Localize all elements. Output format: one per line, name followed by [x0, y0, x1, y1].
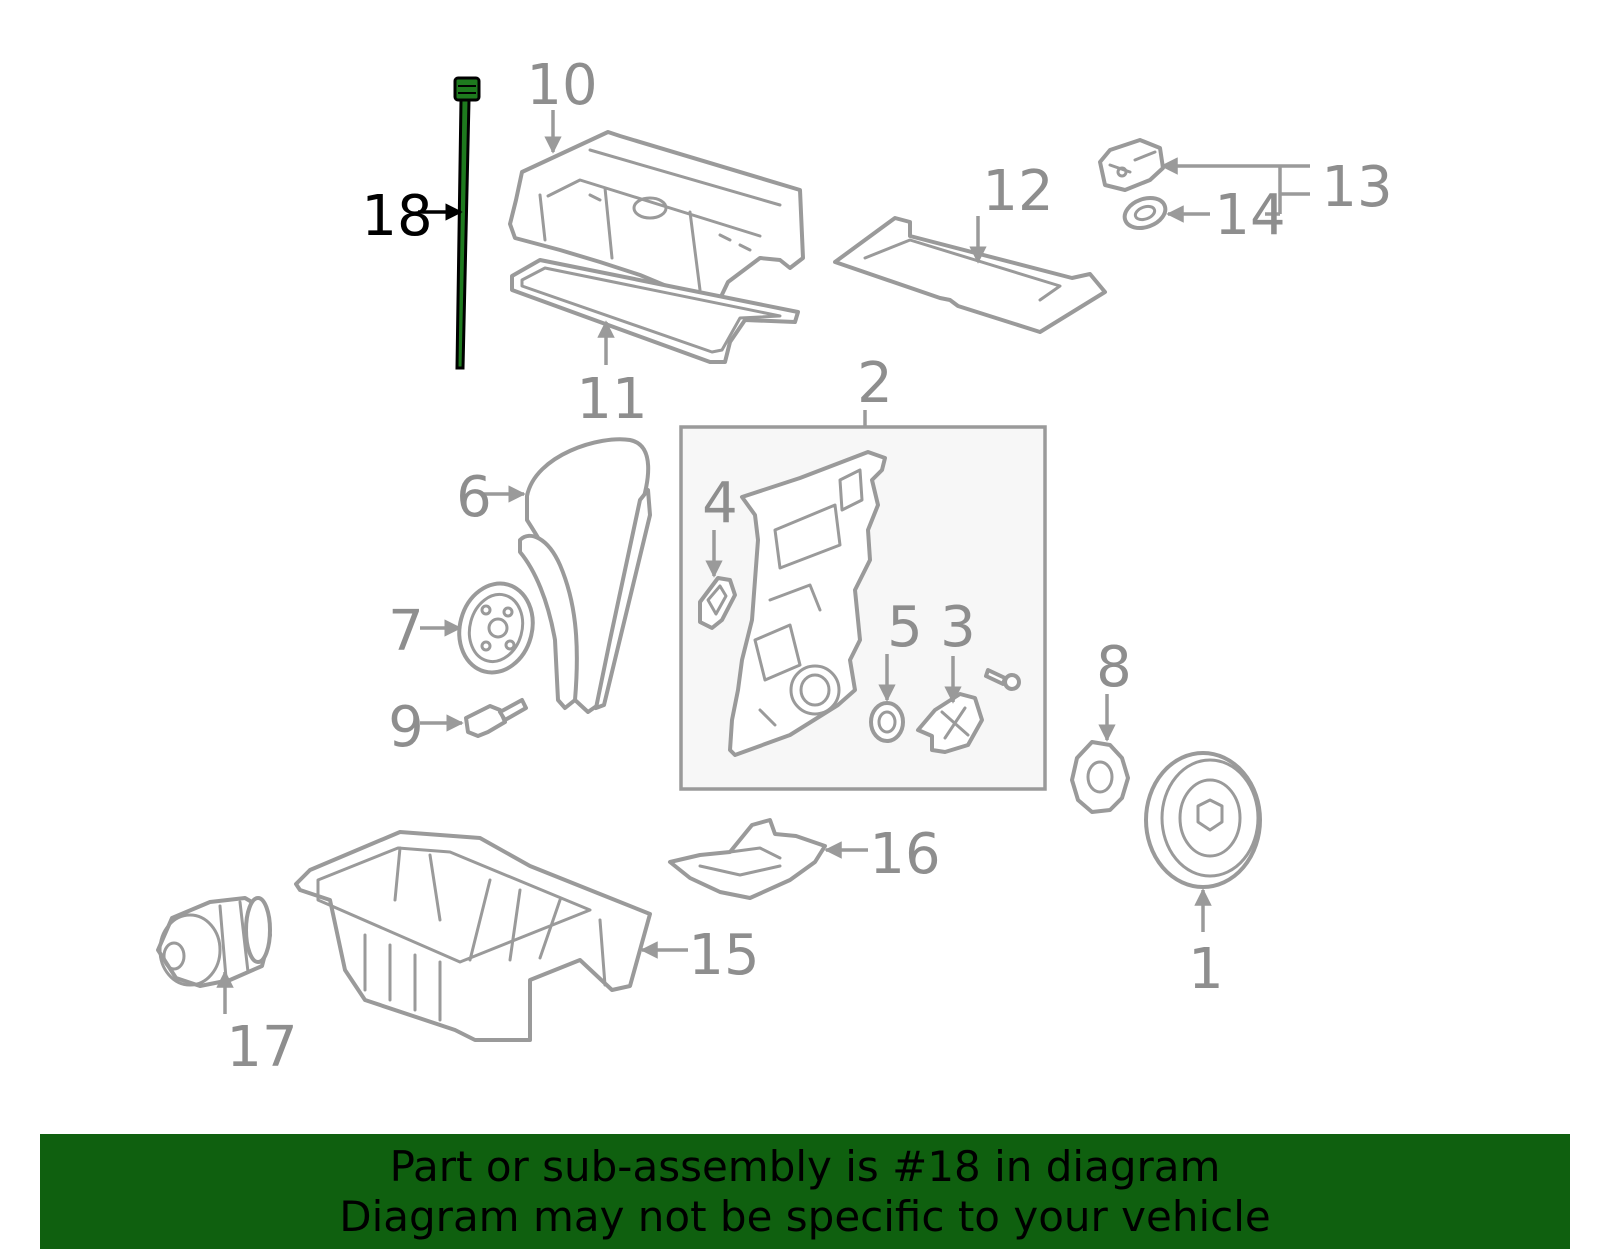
part-8-crank-sprocket[interactable]: [1070, 740, 1130, 814]
part-12-cover-plate[interactable]: [833, 216, 1107, 334]
callout-2: 2: [857, 351, 893, 416]
part-1-crank-pulley[interactable]: [1144, 751, 1262, 889]
callout-8: 8: [1096, 635, 1132, 700]
callout-15: 15: [688, 923, 759, 988]
info-banner: Part or sub-assembly is #18 in diagram D…: [40, 1134, 1570, 1249]
timing-chain-cover: [728, 450, 887, 757]
part-7-sprocket[interactable]: [450, 575, 543, 681]
part-13-oil-cap[interactable]: [1098, 138, 1165, 192]
part-6-timing-chain[interactable]: [518, 437, 652, 714]
callout-13: 13: [1321, 155, 1392, 220]
leader-13b: [1278, 166, 1310, 214]
callout-5: 5: [887, 595, 923, 660]
part-4-gasket[interactable]: [698, 576, 737, 630]
part-5-oil-seal[interactable]: [869, 701, 905, 743]
part-17-oil-filter[interactable]: [156, 896, 272, 988]
callout-6: 6: [456, 465, 492, 530]
callout-7: 7: [388, 599, 424, 664]
part-18-dipstick[interactable]: [453, 76, 481, 370]
banner-line-1: Part or sub-assembly is #18 in diagram: [389, 1142, 1221, 1191]
callout-18: 18: [361, 184, 432, 249]
callout-1: 1: [1188, 937, 1224, 1002]
callout-4: 4: [702, 471, 738, 536]
callout-14: 14: [1214, 183, 1285, 248]
callout-11: 11: [576, 367, 647, 432]
callout-12: 12: [982, 159, 1053, 224]
callout-16: 16: [869, 822, 940, 887]
callout-17: 17: [226, 1015, 297, 1080]
part-14-o-ring[interactable]: [1120, 193, 1169, 234]
part-9-tensioner[interactable]: [464, 698, 528, 738]
part-10-valve-cover[interactable]: [508, 130, 805, 305]
callout-9: 9: [388, 695, 424, 760]
callout-3: 3: [940, 595, 976, 660]
part-15-oil-pan[interactable]: [294, 830, 652, 1042]
bolt: [984, 668, 1021, 691]
callout-10: 10: [526, 53, 597, 118]
banner-line-2: Diagram may not be specific to your vehi…: [339, 1192, 1271, 1241]
part-3-cover[interactable]: [916, 692, 984, 754]
part-16-baffle[interactable]: [668, 818, 827, 900]
